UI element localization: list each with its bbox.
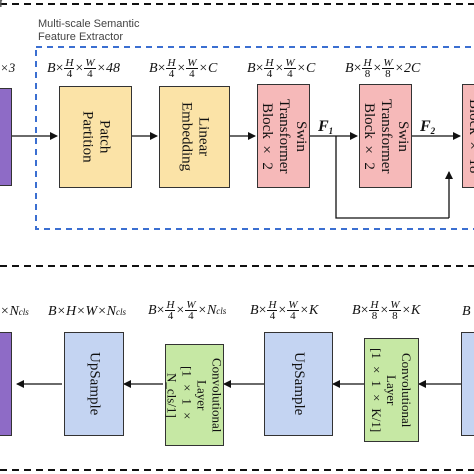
skip-connection xyxy=(335,136,449,219)
dim-sub: cls xyxy=(18,307,29,317)
dim-tail: ×N xyxy=(197,302,217,318)
dim-num: H xyxy=(362,57,373,69)
dim-tail: ×C xyxy=(296,60,316,76)
dim-den: 8 xyxy=(364,68,371,80)
f2-letter: F xyxy=(420,118,431,135)
dim-den: 4 xyxy=(66,68,73,80)
upsample-1-label: UpSample xyxy=(86,352,103,416)
dim-num: W xyxy=(389,299,401,311)
conv-layer-block-2: Convolutional Layer [1 × 1 × K/1] xyxy=(364,338,419,442)
f1-letter: F xyxy=(318,118,329,135)
linear-embedding-block: Linear Embedding xyxy=(159,86,230,188)
upsample-block-1: UpSample xyxy=(64,332,124,436)
dim-den: 4 xyxy=(290,310,296,322)
dim-tail: ×K xyxy=(401,302,421,318)
dim-num: H xyxy=(264,57,275,69)
dim-sub: cls xyxy=(116,307,127,317)
dim-b: B xyxy=(250,302,259,318)
linear-embedding-label: Linear Embedding xyxy=(178,102,212,172)
upsample-block-3 xyxy=(461,332,474,436)
dim-den: 8 xyxy=(392,310,398,322)
dim-den: 4 xyxy=(189,68,195,80)
swin-block-3: Block × 18 xyxy=(462,84,474,188)
header-fragment: r xyxy=(0,0,5,11)
dim-num: H xyxy=(267,299,278,311)
group-label-line1: Multi-scale Semantic xyxy=(38,18,140,30)
dim-tail: ×48 xyxy=(96,60,120,76)
dim-den: 4 xyxy=(287,68,293,80)
conv-layer-block-1: Convolutional Layer [1 × 1 × N_cls/1] xyxy=(164,344,225,446)
input-dim-fragment: ×3 xyxy=(0,60,16,75)
group-label: Multi-scale Semantic Feature Extractor xyxy=(38,18,139,44)
dim-num: W xyxy=(284,57,296,69)
dim-num: H xyxy=(166,57,177,69)
feature-label-f2: F2 xyxy=(420,118,435,136)
dim-text: B×H×W×N xyxy=(48,304,117,319)
patch-partition-block: Patch Partition xyxy=(59,86,132,188)
output-block xyxy=(0,332,12,436)
dim-sub: cls xyxy=(216,305,227,316)
feature-label-f1: F1 xyxy=(318,118,333,136)
dim-den: 4 xyxy=(168,68,175,80)
upsample-block-2: UpSample xyxy=(264,332,333,436)
dim-num: W xyxy=(287,299,299,311)
dim-num: H xyxy=(165,299,176,311)
dim-tail: ×K xyxy=(299,302,319,318)
dim-den: 4 xyxy=(188,310,194,322)
group-label-line2: Feature Extractor xyxy=(38,31,123,43)
dim-num: W xyxy=(382,57,394,69)
dim-b: B xyxy=(47,60,56,76)
dim-den: 4 xyxy=(269,310,276,322)
dim-num: W xyxy=(186,57,198,69)
dim-num: H xyxy=(64,57,75,69)
dim-b: B xyxy=(247,60,256,76)
dim-b: B xyxy=(345,60,354,76)
patch-partition-label: Patch Partition xyxy=(79,111,113,163)
swin-block-1-label: Swin Transformer Block × 2 xyxy=(259,98,309,174)
f2-index: 2 xyxy=(430,126,436,136)
dim-den: 4 xyxy=(167,310,174,322)
swin-block-2: Swin Transformer Block × 2 xyxy=(359,84,412,188)
feature-extractor-group-border xyxy=(35,46,474,230)
swin-block-1: Swin Transformer Block × 2 xyxy=(257,84,310,188)
dim-b: B xyxy=(148,302,157,318)
swin-block-3-label: Block × 18 xyxy=(466,98,474,174)
dim-num: H xyxy=(369,299,380,311)
upsample-2-label: UpSample xyxy=(291,352,307,416)
conv-layer-2-label: Convolutional Layer [1 × 1 × K/1] xyxy=(369,347,414,433)
dim-right-fragment: B xyxy=(462,304,471,319)
dim-text: ×N xyxy=(0,304,19,319)
dim-tail: ×C xyxy=(198,60,218,76)
dim-num: W xyxy=(185,299,197,311)
dim-den: 8 xyxy=(385,68,391,80)
dim-b: B xyxy=(149,60,158,76)
swin-block-2-label: Swin Transformer Block × 2 xyxy=(361,98,411,174)
conv-layer-1-label: Convolutional Layer [1 × 1 × N_cls/1] xyxy=(164,357,225,433)
f1-index: 1 xyxy=(328,126,334,136)
dim-den: 4 xyxy=(87,68,93,80)
dim-den: 4 xyxy=(266,68,273,80)
dim-tail: ×2C xyxy=(394,60,421,76)
dim-num: W xyxy=(84,57,96,69)
dim-den: 8 xyxy=(371,310,378,322)
dim-b: B xyxy=(352,302,361,318)
input-block xyxy=(0,88,12,186)
